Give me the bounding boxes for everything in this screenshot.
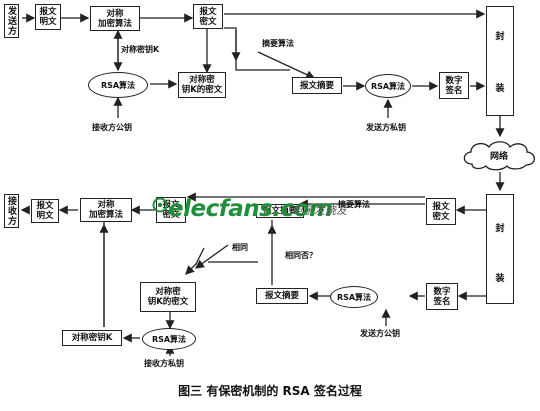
arrow-same	[194, 244, 229, 269]
network-cloud: 网络	[458, 138, 540, 172]
signature-box-top: 数字 签名	[439, 72, 469, 99]
seal-block-top: 封 装	[486, 6, 514, 116]
digest-box-top: 报文摘要	[292, 77, 342, 94]
sym-key-label-top: 对称密钥K	[121, 45, 160, 54]
same-label: 相同	[232, 243, 248, 252]
figure-caption: 图三 有保密机制的 RSA 签名过程	[178, 384, 362, 398]
symmetric-decrypt-box-bottom: 对称 加密算法	[80, 198, 132, 222]
watermark-logo-icon	[152, 197, 168, 213]
sender-label: 发送方	[4, 4, 19, 38]
receiver-pubkey-label: 接收方公钥	[92, 123, 132, 132]
seal-bottom-char-1: 封	[495, 224, 505, 234]
arrow-cipher-digest	[224, 27, 290, 71]
plaintext-box-bottom: 报文 明文	[31, 199, 59, 223]
same-question-label: 相同否？	[285, 251, 317, 260]
seal-bottom-char-2: 装	[495, 274, 505, 284]
rsa-ellipse-top-left: RSA算法	[88, 72, 148, 98]
rsa-ellipse-bottom-mid: RSA算法	[330, 286, 378, 308]
signature-box-bottom: 数字 签名	[426, 283, 458, 310]
seal-top-char-2: 装	[495, 84, 505, 94]
digest-algo-label-bottom: 摘要算法	[338, 200, 370, 209]
cloud-shape	[463, 141, 536, 171]
ciphertext-box-top: 报文 密文	[193, 4, 223, 29]
ciphertext-box-bottom-right: 报文 密文	[426, 198, 456, 225]
digest-algo-label-top: 摘要算法	[262, 39, 294, 48]
watermark-site: 电子发烧友	[292, 204, 347, 217]
arrow-digest-algo	[257, 51, 316, 79]
seal-block-bottom: 封 装	[486, 194, 514, 304]
receiver-privkey-label: 接收方私钥	[144, 359, 184, 368]
sender-privkey-label: 发送方私钥	[366, 123, 406, 132]
seal-top-char-1: 封	[495, 32, 505, 42]
network-label: 网络	[489, 151, 508, 162]
plaintext-box-top: 报文 明文	[35, 4, 61, 30]
watermark-brand: elecfans.com	[168, 196, 333, 222]
digest-box-bottom: 报文摘要	[256, 288, 308, 304]
digest-box-bottom-top: 报文摘要	[256, 204, 304, 218]
arrow-same-2	[185, 247, 205, 275]
sender-pubkey-label: 发送方公钥	[360, 329, 400, 338]
rsa-ellipse-bottom-left: RSA算法	[142, 328, 196, 350]
sym-key-box-bottom: 对称密钥K	[62, 330, 122, 346]
rsa-ellipse-top-right: RSA算法	[365, 74, 411, 98]
receiver-label: 接收方	[4, 194, 19, 228]
symmetric-encrypt-box-top: 对称 加密算法	[90, 6, 140, 31]
sym-key-cipher-box-top: 对称密 钥K的密文	[178, 72, 226, 98]
sym-key-cipher-box-bottom: 对称密 钥K的密文	[140, 282, 196, 312]
